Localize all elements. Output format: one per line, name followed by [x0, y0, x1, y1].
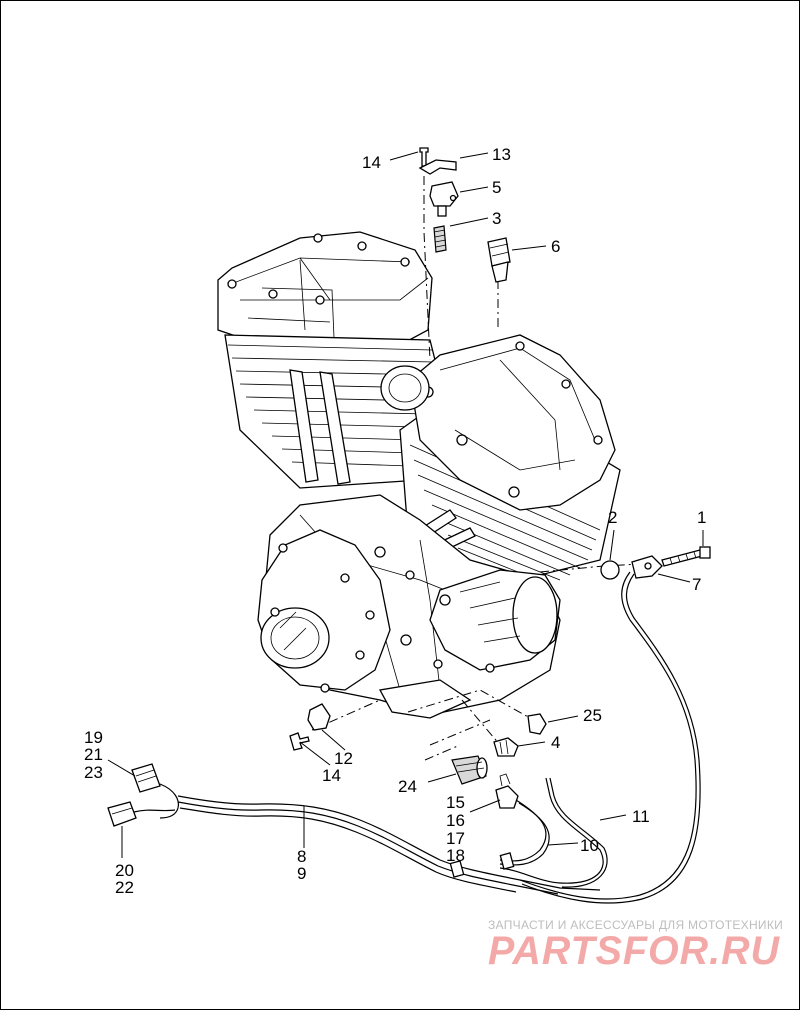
sensor-7-cable	[519, 571, 697, 900]
callout-18: 18	[446, 846, 465, 865]
callout-8: 8	[297, 847, 306, 866]
callout-7: 7	[692, 575, 701, 594]
intake-port	[380, 365, 430, 411]
screw-14-lower	[289, 732, 310, 751]
callout-24: 24	[398, 777, 417, 796]
rear-rocker-cover	[217, 231, 433, 351]
screw-1-head	[699, 546, 711, 559]
pushrod-tube-rear-2	[319, 371, 351, 485]
sensor-10-lead	[499, 799, 547, 862]
sensor-15-18	[495, 785, 519, 809]
front-rocker-cover	[409, 334, 616, 511]
callout-14-top: 14	[362, 153, 381, 172]
watermark-tagline: ЗАПЧАСТИ И АКСЕССУАРЫ ДЛЯ МОТОТЕХНИКИ	[488, 918, 783, 932]
plug-25	[527, 713, 547, 735]
callout-3: 3	[492, 209, 501, 228]
callout-labels: 14 13 5 3 6 1 2 7 25 4 12 14 24 19 21 23…	[84, 145, 706, 897]
bracket-13	[418, 159, 457, 175]
callout-17: 17	[446, 829, 465, 848]
callout-13: 13	[492, 145, 511, 164]
connector-19-21-23	[131, 763, 161, 793]
callout-11: 11	[632, 807, 650, 826]
pushrod-tube-rear	[289, 369, 319, 483]
starter-end-cap	[512, 576, 558, 654]
lead-11	[499, 777, 604, 884]
callout-1: 1	[697, 508, 706, 527]
lower-sensor-parts	[289, 689, 608, 888]
watermark: ЗАПЧАСТИ И АКСЕССУАРЫ ДЛЯ МОТОТЕХНИКИ PA…	[488, 918, 783, 973]
callout-10: 10	[580, 836, 599, 855]
callout-14-lower: 14	[322, 766, 341, 785]
wire-harness	[107, 763, 601, 895]
sensor-5-tip	[437, 205, 447, 217]
watermark-brand: PARTSFOR.RU	[488, 929, 780, 973]
callout-5: 5	[492, 178, 501, 197]
callout-6: 6	[551, 237, 560, 256]
callout-12: 12	[334, 749, 353, 768]
callout-19: 19	[84, 728, 103, 747]
callout-4: 4	[551, 733, 560, 752]
connector-20-22	[107, 801, 137, 827]
callout-23: 23	[84, 763, 103, 782]
callout-9: 9	[297, 864, 306, 883]
oil-pan-section	[378, 679, 472, 719]
callout-22: 22	[115, 878, 134, 897]
callout-25: 25	[583, 706, 602, 725]
callout-16: 16	[446, 811, 465, 830]
harness-8-9	[177, 795, 601, 891]
leader-lines	[107, 151, 704, 858]
bracket-12	[307, 703, 331, 731]
callout-15: 15	[446, 793, 465, 812]
screw-14-top	[419, 147, 429, 167]
engine-assembly	[217, 231, 621, 719]
sensor-5	[429, 181, 459, 207]
callout-20: 20	[115, 861, 134, 880]
callout-21: 21	[84, 745, 103, 764]
callout-2: 2	[608, 508, 617, 527]
right-sensor-parts	[519, 546, 711, 904]
o-ring-2	[600, 560, 620, 580]
top-sensor-parts	[418, 147, 511, 361]
